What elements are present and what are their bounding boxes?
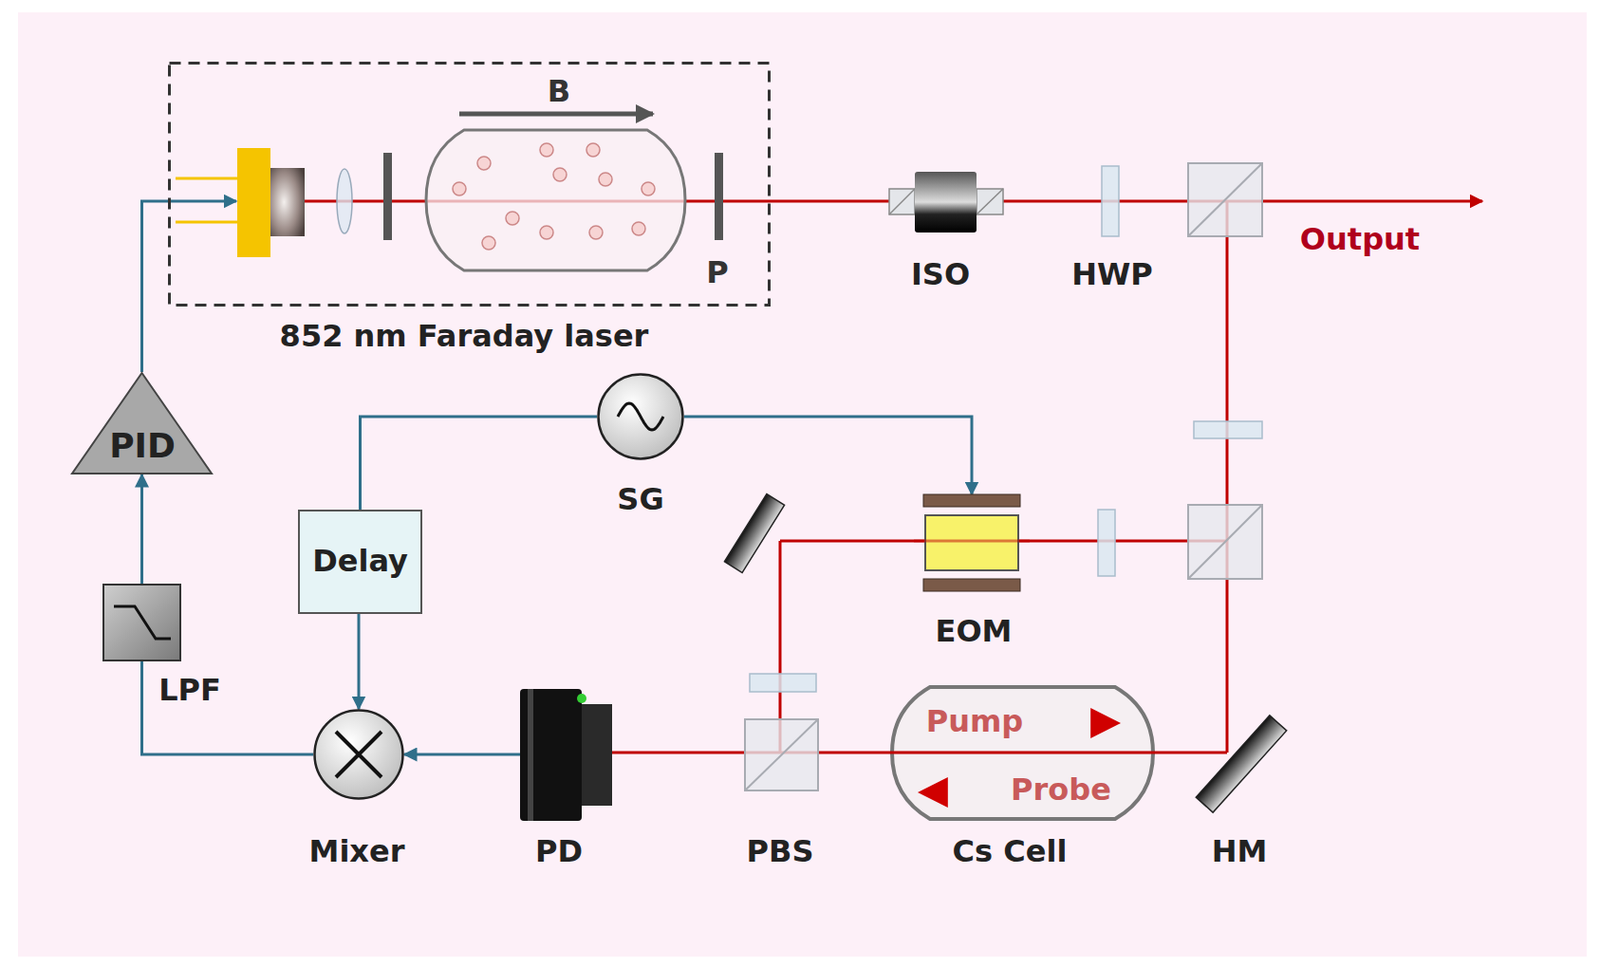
component-label: HWP [1071,258,1154,292]
component-label: PBS [746,835,815,869]
component-label: P [706,256,728,290]
signal-generator: SG [596,372,685,461]
electro-optic-modulator-shape [923,494,1021,592]
output-label: Output [1300,223,1420,257]
beam-label: Probe [1010,773,1112,807]
photodetector: PD [520,688,613,821]
low-pass-filter-shape [102,583,182,662]
signal-wire [142,661,315,755]
mirror [724,494,784,574]
component-label: PD [535,835,583,869]
signal-wire [360,416,598,510]
delay-box: Delay [297,509,423,614]
component-label: Delay [312,544,409,578]
signal-wire [404,753,521,757]
laser-housing-shape [167,61,771,307]
cs-cell: PumpProbeCs Cell [890,685,1155,821]
lens [336,168,353,234]
beam-label: Pump [926,705,1024,739]
background [18,12,1587,957]
field-arrow [459,111,653,117]
mixer-shape [313,708,405,800]
polarizer [714,152,724,241]
photodetector-shape [520,688,613,821]
mixer: Mixer [313,708,405,800]
electro-optic-modulator: EOM [923,494,1021,592]
laser-beam [303,201,1483,753]
half-mirror [1195,715,1286,813]
component-label: B [547,74,571,109]
signal-wire [357,613,361,709]
signal-wire [142,201,238,373]
component-label: HM [1211,835,1268,869]
atoms [452,143,655,250]
signal-wire [140,474,144,584]
laser-housing: 852 nm Faraday laser [167,61,771,307]
component-label: EOM [935,614,1013,649]
isolator [889,171,1004,233]
component-label: 852 nm Faraday laser [279,319,650,354]
component-label: Mixer [309,835,406,869]
low-pass-filter: LPF [102,583,182,662]
signal-generator-shape [596,372,685,461]
component-label: Cs Cell [952,835,1068,869]
component-label: ISO [911,258,970,292]
component-label: PID [109,427,176,466]
signal-wire [684,416,972,495]
component-label: SG [616,483,664,517]
wave-plate [749,166,1263,692]
component-label: LPF [158,673,222,707]
vapor-cell [426,130,686,271]
pid-controller: PID [71,372,213,475]
filter-plate [383,152,392,241]
